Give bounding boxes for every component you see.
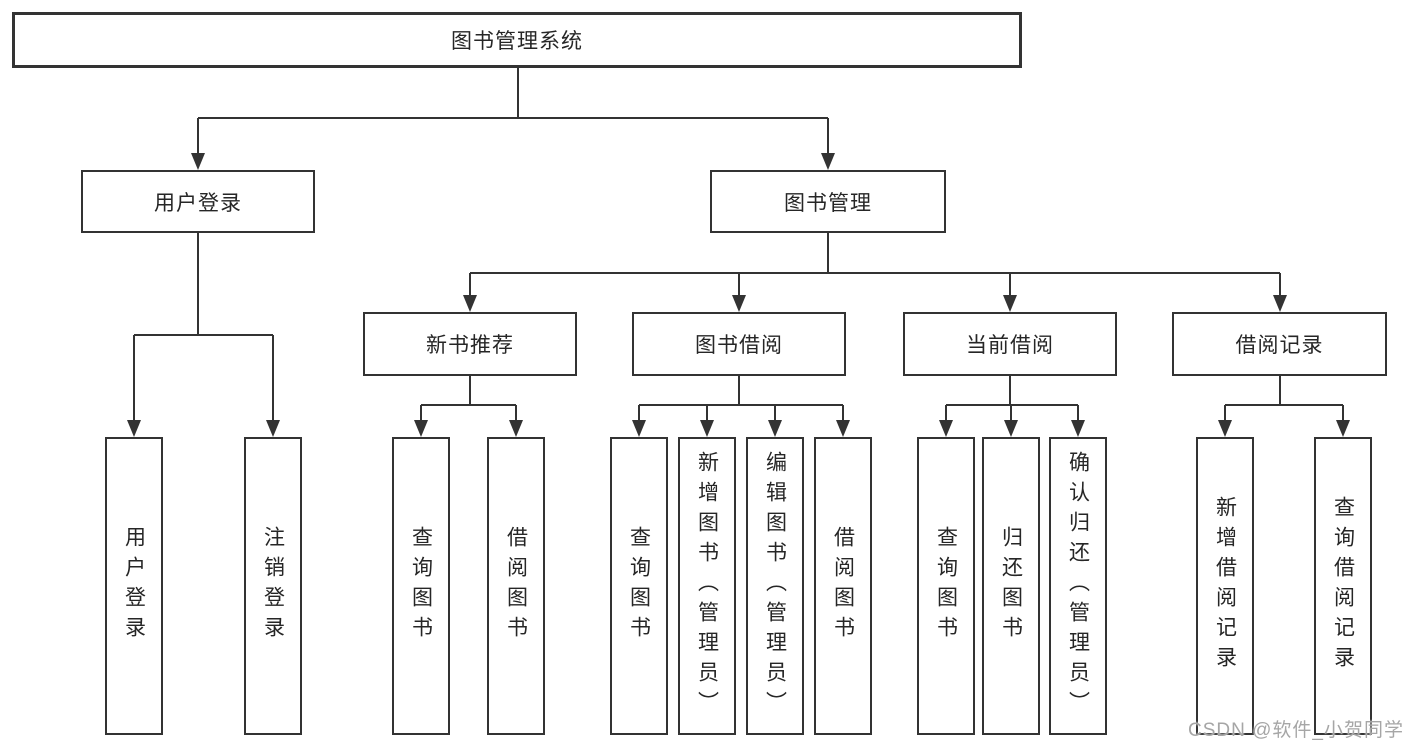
leaf-query-books-recommend: 查询图书 <box>392 437 450 735</box>
node-label: 注销登录 <box>261 526 285 646</box>
node-label: 查询图书 <box>934 526 958 646</box>
node-label: 新增图书（管理员） <box>695 451 719 721</box>
leaf-query-borrow-record: 查询借阅记录 <box>1314 437 1372 735</box>
node-label: 查询图书 <box>409 526 433 646</box>
leaf-add-borrow-record: 新增借阅记录 <box>1196 437 1254 735</box>
node-label: 用户登录 <box>154 191 242 215</box>
node-label: 图书管理系统 <box>451 30 583 53</box>
node-current-borrowing: 当前借阅 <box>903 312 1117 376</box>
node-label: 查询借阅记录 <box>1331 496 1355 676</box>
node-label: 当前借阅 <box>966 334 1054 357</box>
node-label: 借阅图书 <box>831 526 855 646</box>
node-library-management-system: 图书管理系统 <box>12 12 1022 68</box>
node-label: 用户登录 <box>122 526 146 646</box>
node-label: 归还图书 <box>999 526 1023 646</box>
node-new-book-recommend: 新书推荐 <box>363 312 577 376</box>
node-label: 查询图书 <box>627 526 651 646</box>
node-user-login: 用户登录 <box>81 170 315 233</box>
node-label: 确认归还（管理员） <box>1066 451 1090 721</box>
node-label: 图书管理 <box>784 191 872 215</box>
arrowheads <box>127 153 1350 437</box>
leaf-query-books-borrow: 查询图书 <box>610 437 668 735</box>
leaf-logout: 注销登录 <box>244 437 302 735</box>
leaf-query-books-current: 查询图书 <box>917 437 975 735</box>
leaf-return-book: 归还图书 <box>982 437 1040 735</box>
node-label: 图书借阅 <box>695 334 783 357</box>
node-borrowing-records: 借阅记录 <box>1172 312 1387 376</box>
leaf-user-login: 用户登录 <box>105 437 163 735</box>
leaf-confirm-return-admin: 确认归还（管理员） <box>1049 437 1107 735</box>
csdn-watermark: CSDN @软件_小贺同学 <box>1188 720 1404 741</box>
node-label: 借阅图书 <box>504 526 528 646</box>
leaf-edit-book-admin: 编辑图书（管理员） <box>746 437 804 735</box>
node-label: 编辑图书（管理员） <box>763 451 787 721</box>
node-book-borrowing: 图书借阅 <box>632 312 846 376</box>
leaf-borrow-books-recommend: 借阅图书 <box>487 437 545 735</box>
node-label: 新增借阅记录 <box>1213 496 1237 676</box>
leaf-borrow-books: 借阅图书 <box>814 437 872 735</box>
node-label: 借阅记录 <box>1235 334 1324 357</box>
node-book-management: 图书管理 <box>710 170 946 233</box>
leaf-add-book-admin: 新增图书（管理员） <box>678 437 736 735</box>
node-label: 新书推荐 <box>426 334 514 357</box>
